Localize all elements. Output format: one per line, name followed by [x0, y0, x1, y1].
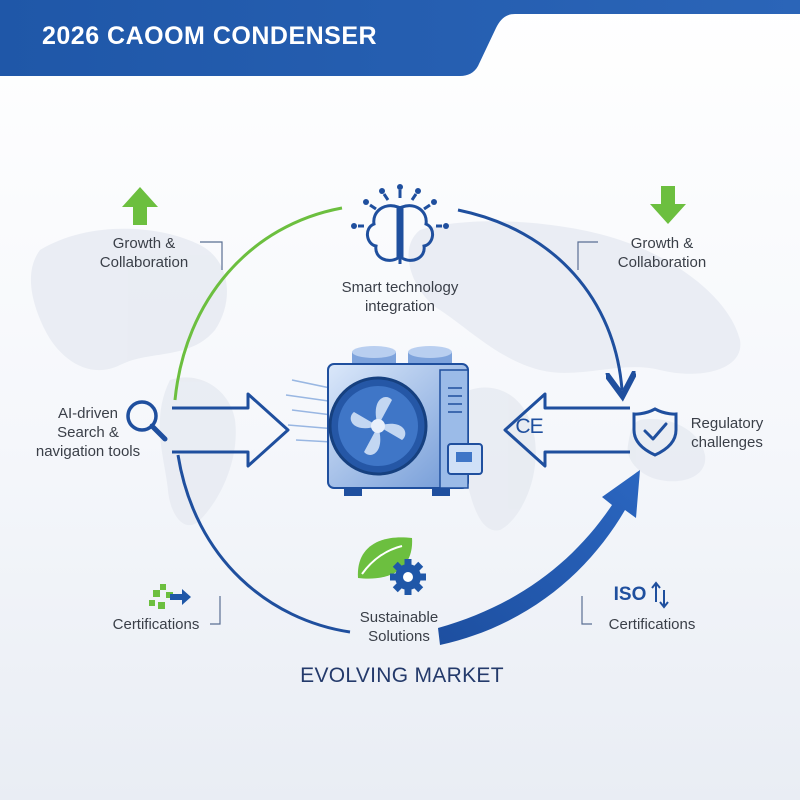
condenser-unit-icon	[327, 346, 483, 496]
iso-badge: ISO	[613, 584, 647, 605]
smart-technology-label: Smart technology integration	[341, 279, 459, 315]
sustainable-solutions-label: Sustainable Solutions	[359, 609, 439, 645]
magnifier-icon	[126, 400, 168, 442]
certifications-left-label: Certifications	[112, 616, 200, 633]
arrow-up-icon	[122, 187, 158, 225]
puzzle-arrow-icon	[149, 584, 191, 609]
growth-sweep-arrow	[438, 470, 640, 645]
header-banner	[0, 0, 800, 76]
iso-arrows-icon	[651, 581, 669, 609]
arrow-down-icon	[650, 186, 686, 224]
regulatory-challenges-label: Regulatory challenges	[690, 415, 764, 451]
ai-search-label: AI-driven Search & navigation tools	[35, 405, 141, 460]
input-arrow-left	[172, 392, 290, 468]
page-title: 2026 CAOOM CONDENSER	[42, 22, 378, 50]
growth-collaboration-left-label: Growth & Collaboration	[99, 235, 189, 271]
growth-collaboration-right-label: Growth & Collaboration	[617, 235, 707, 271]
cycle-arc-green	[173, 206, 343, 401]
certifications-right-label: Certifications	[608, 616, 696, 633]
ce-mark: CE	[515, 415, 543, 438]
brain-icon	[358, 190, 442, 264]
shield-check-icon	[632, 407, 678, 457]
cycle-arc-bottom-left	[176, 454, 351, 634]
leaf-gear-icon	[357, 537, 426, 595]
evolving-market-caption: EVOLVING MARKET	[300, 664, 504, 687]
cycle-arc-top-right	[457, 208, 622, 390]
input-arrow-right	[503, 392, 630, 468]
